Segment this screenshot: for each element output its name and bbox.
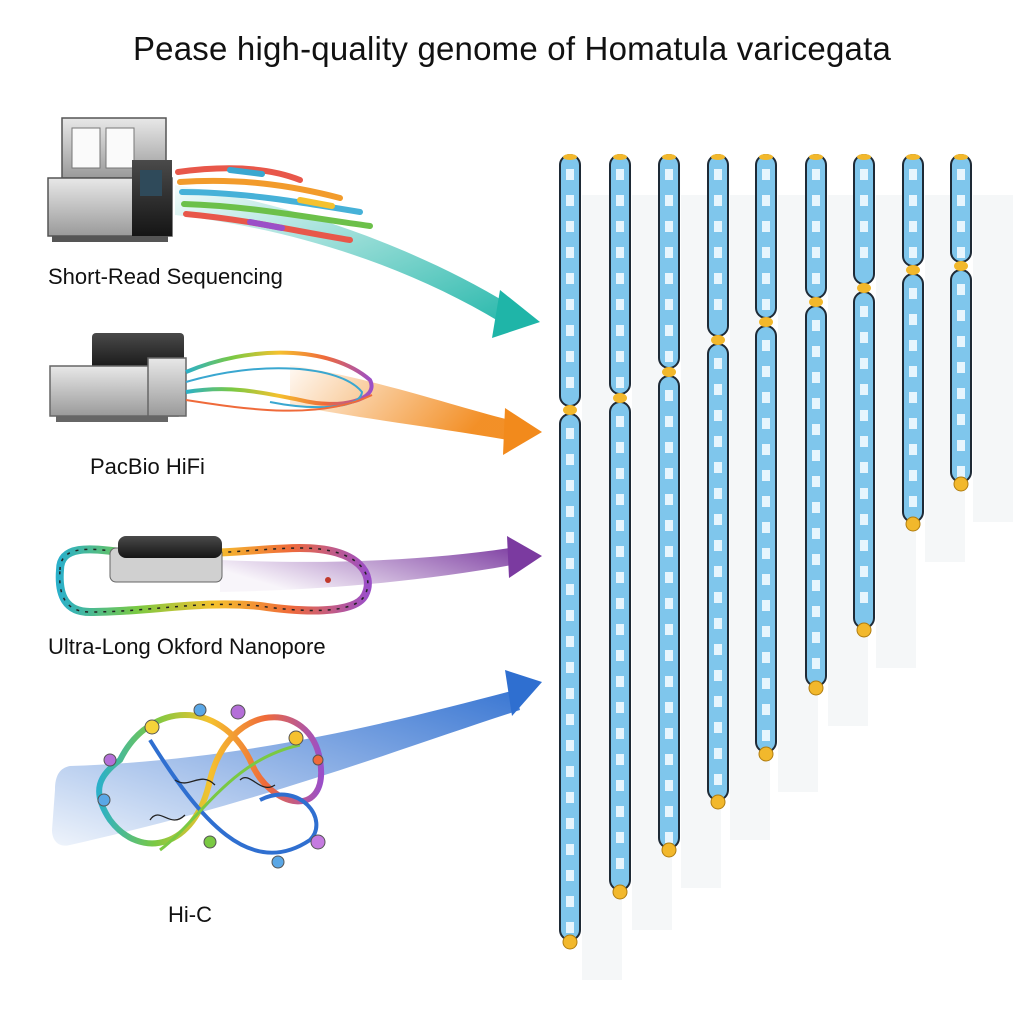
chromatin-loop-icon	[96, 703, 326, 869]
telomere	[661, 842, 677, 858]
pacbio-instrument-icon	[49, 333, 187, 422]
centromere	[809, 297, 823, 307]
arrow-pacbio	[290, 365, 542, 455]
centromere	[954, 261, 968, 271]
telomere	[759, 154, 773, 160]
chromosome-p-arm	[707, 154, 729, 337]
arrow-nanopore	[220, 536, 542, 592]
chromosome-q-arm	[902, 273, 924, 523]
chromosome-q-arm	[805, 305, 827, 687]
centromere	[613, 393, 627, 403]
telomere	[563, 154, 577, 160]
chromosome-q-arm	[658, 375, 680, 849]
centromere	[906, 265, 920, 275]
chromosome-p-arm	[658, 154, 680, 369]
label-pacbio-hifi: PacBio HiFi	[90, 454, 205, 479]
telomere	[662, 154, 676, 160]
chromosome-p-arm	[902, 154, 924, 267]
telomere	[905, 516, 921, 532]
pacbio-long-reads	[185, 350, 374, 412]
page-title: Pease high-quality genome of Homatula va…	[132, 30, 892, 67]
chromosome-q-arm	[559, 413, 581, 941]
chromosome-q-arm	[707, 343, 729, 801]
telomere	[612, 884, 628, 900]
telomere	[857, 154, 871, 160]
short-reads-stream	[175, 165, 373, 243]
arrow-hic	[52, 670, 542, 846]
telomere	[809, 154, 823, 160]
telomere	[711, 154, 725, 160]
centromere	[662, 367, 676, 377]
telomere	[710, 794, 726, 810]
telomere	[758, 746, 774, 762]
chromosome-shadow	[973, 195, 1013, 522]
telomere	[906, 154, 920, 160]
chromosome-p-arm	[853, 154, 875, 285]
label-short-read-sequencing: Short-Read Sequencing	[48, 264, 283, 289]
centromere	[563, 405, 577, 415]
label-ultra-long-nanopore: Ultra-Long Okford Nanopore	[48, 634, 326, 659]
chromosome-p-arm	[609, 154, 631, 395]
chromosome-q-arm	[755, 325, 777, 753]
arrow-short-read	[175, 185, 540, 338]
nanopore-device-icon	[55, 536, 372, 617]
telomere	[954, 154, 968, 160]
sequencer-machine-icon	[47, 117, 173, 242]
telomere	[613, 154, 627, 160]
chromosome-p-arm	[755, 154, 777, 319]
centromere	[759, 317, 773, 327]
telomere	[562, 934, 578, 950]
chromosome-p-arm	[559, 154, 581, 407]
label-hi-c: Hi-C	[168, 902, 212, 927]
chromosome-9	[950, 154, 1013, 522]
centromere	[857, 283, 871, 293]
chromosome-q-arm	[853, 291, 875, 629]
chromosome-q-arm	[950, 269, 972, 483]
telomere	[856, 622, 872, 638]
chromosome-p-arm	[950, 154, 972, 263]
chromosome-set	[559, 154, 1013, 980]
chromosome-2	[609, 154, 672, 930]
telomere	[808, 680, 824, 696]
chromosome-q-arm	[609, 401, 631, 891]
chromosome-p-arm	[805, 154, 827, 299]
centromere	[711, 335, 725, 345]
telomere	[953, 476, 969, 492]
